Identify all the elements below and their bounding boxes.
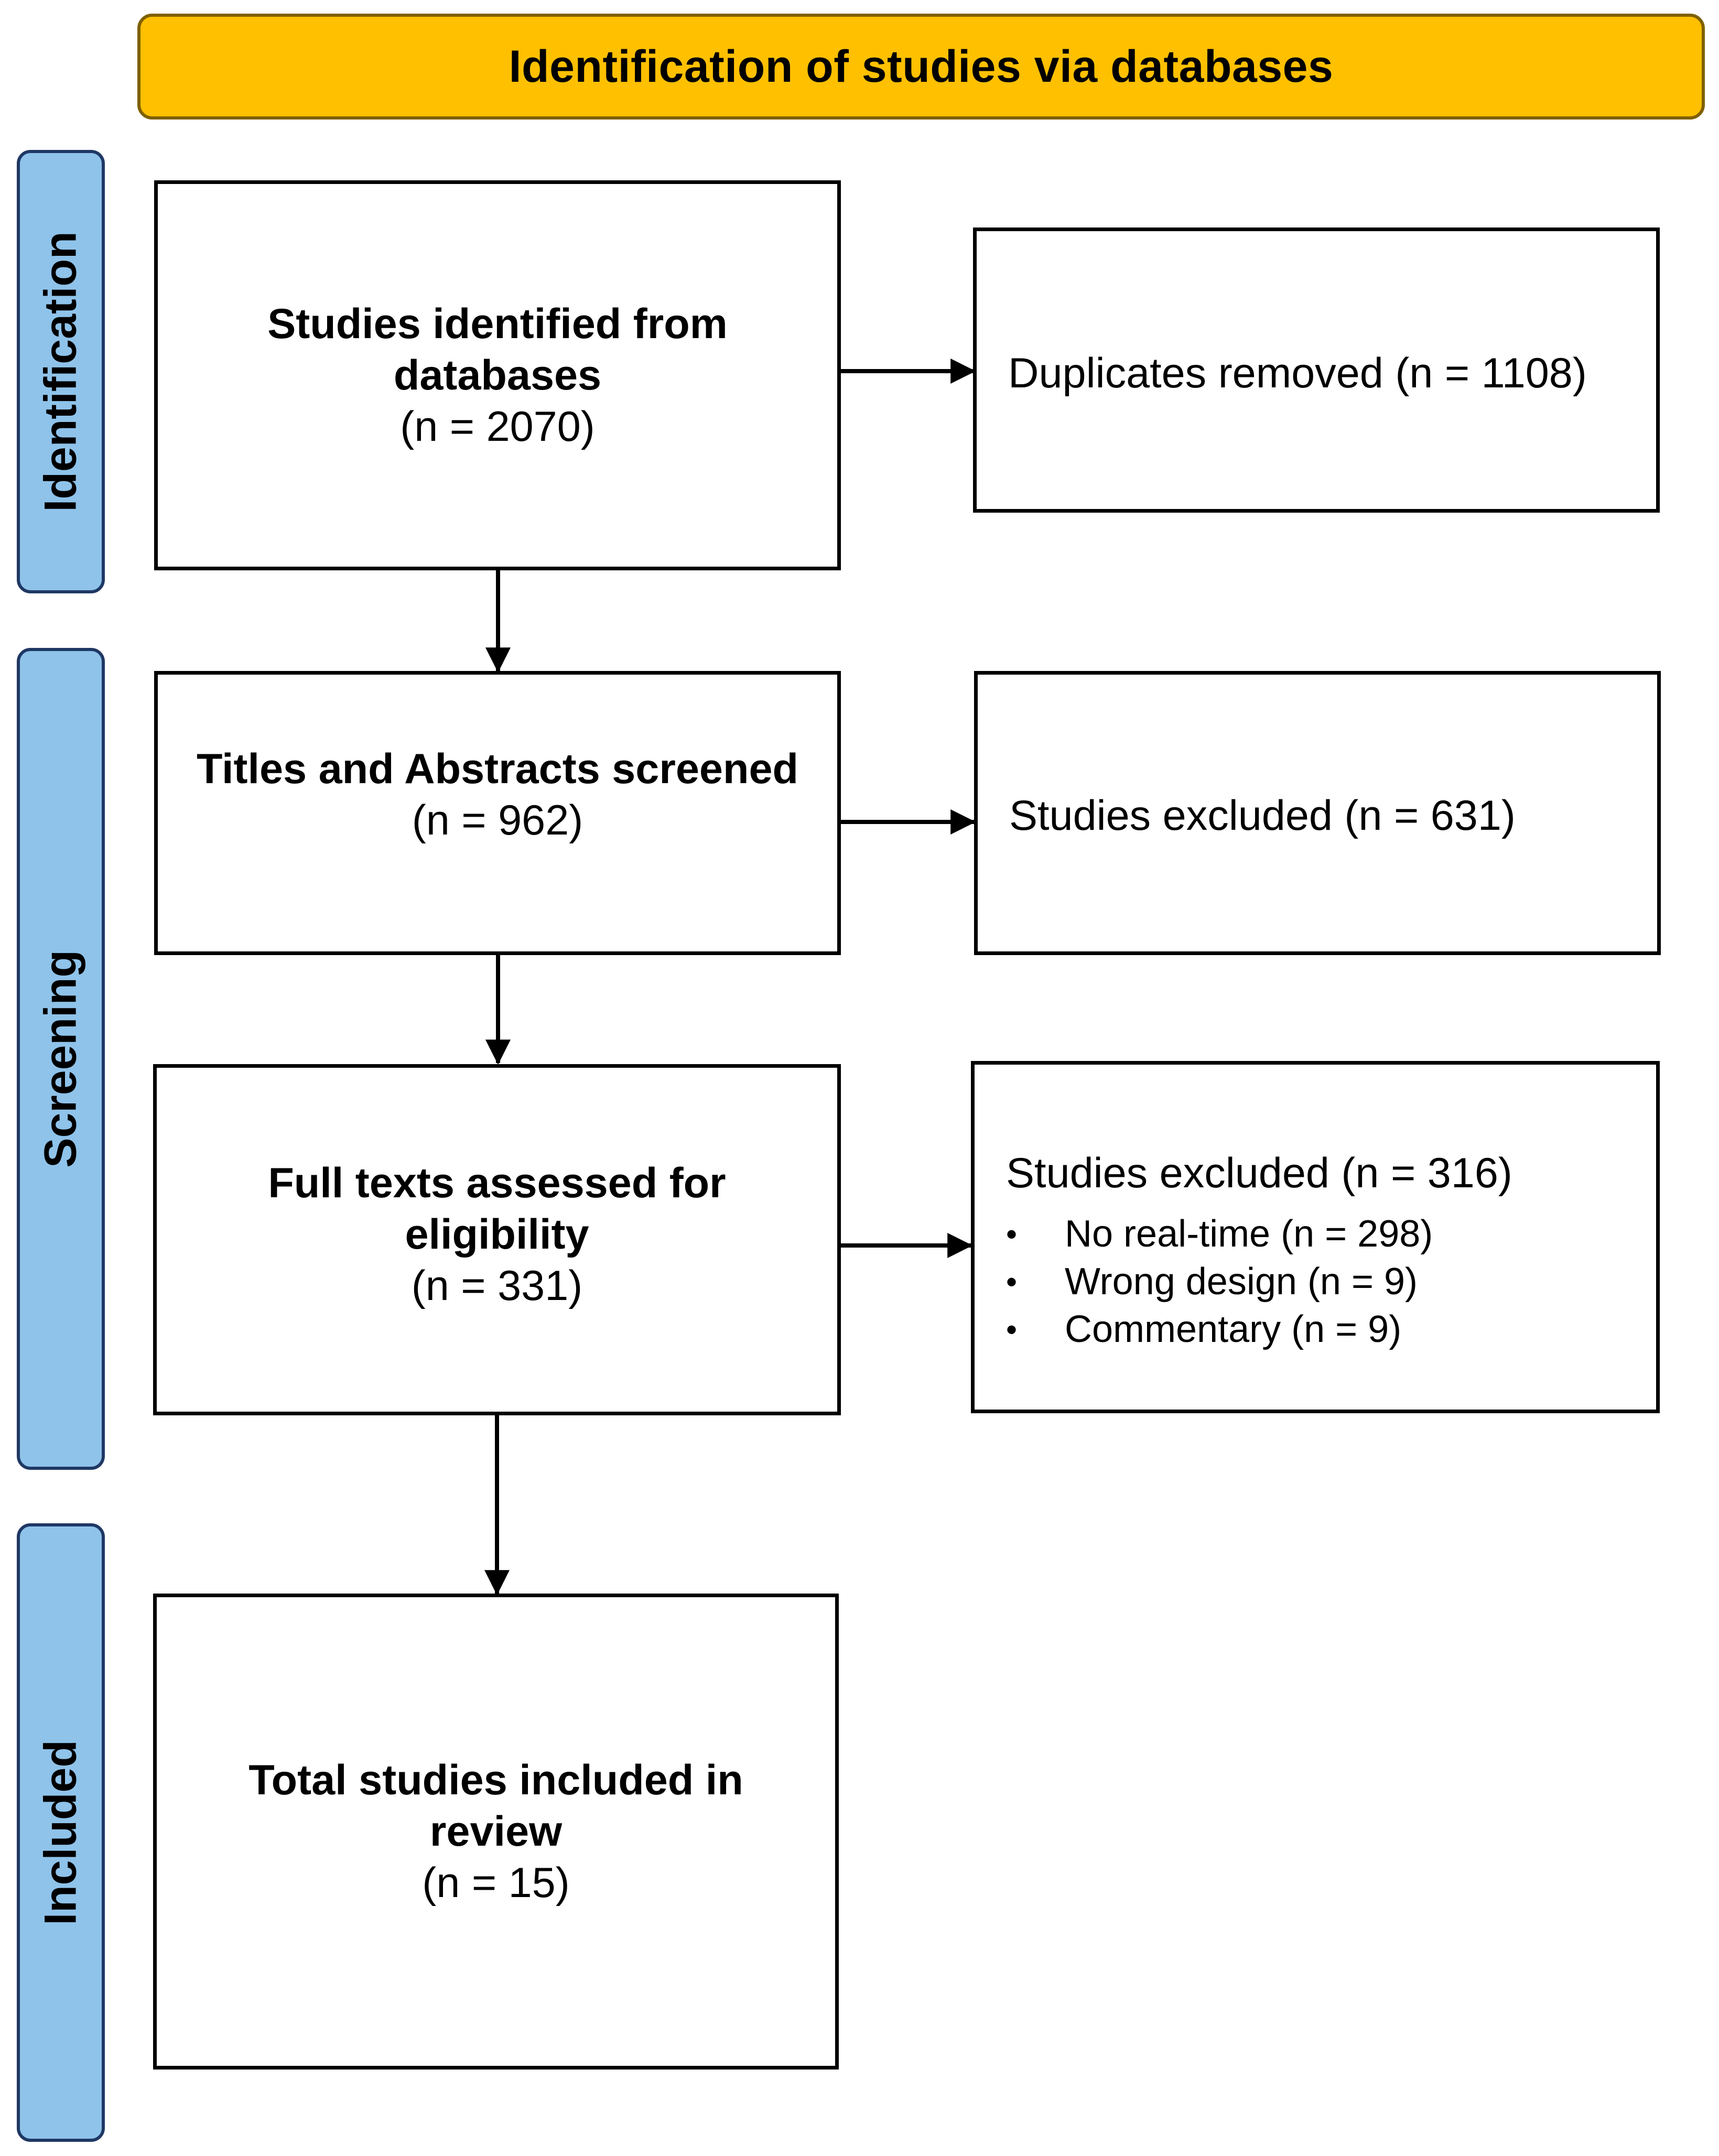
phase-identification: Identification (17, 150, 105, 593)
box-titles-abstracts-screened-title: Titles and Abstracts screened (197, 745, 798, 793)
bullet-icon: • (1006, 1264, 1018, 1299)
exclusion-reason-item: • Wrong design (n = 9) (1006, 1258, 1433, 1306)
exclusion-reason-item: • No real-time (n = 298) (1006, 1210, 1433, 1258)
box-total-included-title: Total studies included in review (248, 1757, 743, 1855)
phase-screening: Screening (17, 648, 105, 1470)
exclusion-reasons-list: • No real-time (n = 298) • Wrong design … (1006, 1210, 1433, 1353)
exclusion-reason-text: Commentary (n = 9) (1065, 1308, 1402, 1350)
box-studies-excluded-screening-text: Studies excluded (n = 631) (1009, 792, 1516, 839)
bullet-icon: • (1006, 1312, 1018, 1347)
exclusion-reason-item: • Commentary (n = 9) (1006, 1306, 1433, 1353)
exclusion-reason-text: No real-time (n = 298) (1065, 1213, 1433, 1255)
box-studies-identified-count: (n = 2070) (400, 403, 595, 450)
phase-included: Included (17, 1523, 105, 2142)
box-duplicates-removed: Duplicates removed (n = 1108) (973, 227, 1660, 513)
box-full-texts-assessed: Full texts assessed for eligibility (n =… (153, 1064, 841, 1415)
box-titles-abstracts-screened-count: (n = 962) (412, 797, 583, 844)
header-title: Identification of studies via databases (509, 41, 1334, 92)
box-studies-identified-title: Studies identified from databases (267, 300, 728, 399)
box-total-included: Total studies included in review (n = 15… (153, 1594, 839, 2070)
box-full-texts-assessed-title: Full texts assessed for eligibility (268, 1160, 726, 1258)
bullet-icon: • (1006, 1217, 1018, 1252)
box-total-included-count: (n = 15) (422, 1859, 570, 1906)
box-studies-excluded-full-text: Studies excluded (n = 316) • No real-tim… (971, 1061, 1660, 1413)
box-studies-excluded-screening: Studies excluded (n = 631) (974, 671, 1661, 955)
box-titles-abstracts-screened: Titles and Abstracts screened (n = 962) (154, 671, 841, 955)
header-banner: Identification of studies via databases (137, 14, 1705, 120)
exclusion-reason-text: Wrong design (n = 9) (1065, 1261, 1418, 1303)
box-full-texts-assessed-count: (n = 331) (411, 1262, 583, 1309)
box-studies-identified: Studies identified from databases (n = 2… (154, 180, 841, 570)
box-duplicates-removed-text: Duplicates removed (n = 1108) (1008, 350, 1587, 397)
box-studies-excluded-full-text-heading: Studies excluded (n = 316) (1006, 1150, 1512, 1197)
